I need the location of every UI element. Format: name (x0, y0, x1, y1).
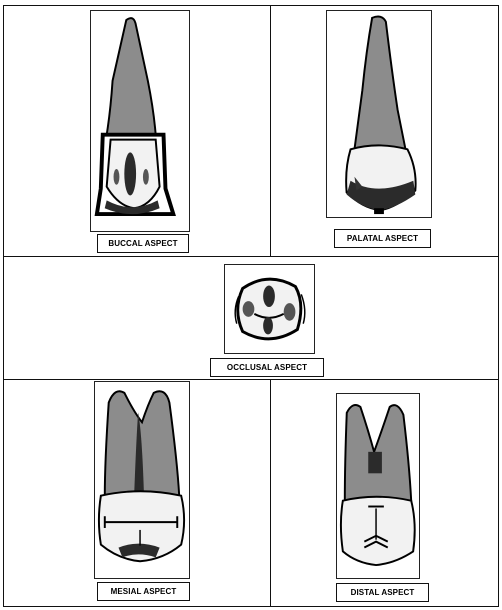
distal-label: DISTAL ASPECT (336, 583, 429, 602)
buccal-tooth-drawing (90, 10, 190, 232)
occlusal-tooth-drawing (224, 264, 315, 354)
palatal-label: PALATAL ASPECT (334, 229, 431, 248)
mesial-label: MESIAL ASPECT (97, 582, 190, 601)
occlusal-outline (236, 277, 303, 341)
palatal-root (353, 15, 407, 151)
occlusal-label: OCCLUSAL ASPECT (210, 358, 324, 377)
occlusal-cusp-mark (263, 285, 275, 308)
mesial-tooth-drawing (94, 381, 190, 579)
distal-tooth-drawing (336, 393, 420, 579)
buccal-label: BUCCAL ASPECT (97, 234, 189, 253)
mesial-crown (97, 490, 186, 563)
buccal-cusp-mark (124, 152, 137, 196)
buccal-root (105, 17, 157, 136)
distal-crown (339, 495, 416, 567)
palatal-tooth-drawing (326, 10, 432, 218)
buccal-crown (94, 132, 176, 217)
